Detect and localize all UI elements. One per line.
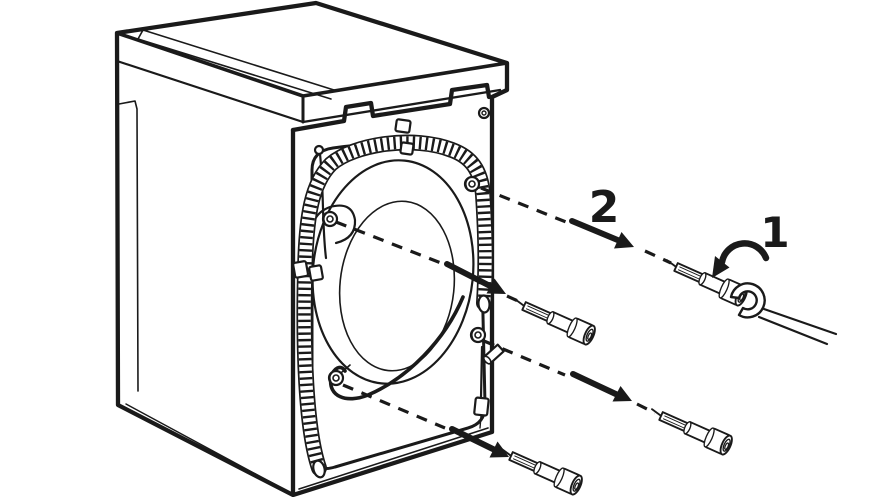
bottom-bracket-tail (341, 364, 351, 373)
power-cord (313, 144, 490, 429)
rear-panel-bottom-seam (298, 427, 489, 490)
worktop-bottom-left-edge (115, 59, 305, 124)
transit-bolt-bottom (495, 441, 586, 497)
wrench-jaw (729, 282, 766, 319)
cord-loop (329, 295, 465, 401)
cord-right-drop (479, 345, 484, 400)
bolt-hole-top-right (463, 175, 481, 193)
bolt-hole-right-middle (469, 326, 487, 344)
step-2-label: 2 (589, 182, 620, 233)
rear-panel-details (310, 142, 490, 470)
removal-arrow-lower-right (570, 371, 632, 402)
side-panel-seam (118, 100, 139, 392)
bolt-hole-mid-left (321, 210, 339, 228)
removal-arrow-step2 (569, 218, 634, 249)
transit-bolt-holes (321, 175, 505, 387)
rotation-arrow (712, 240, 770, 278)
cord-connector (313, 144, 325, 156)
lid-line-2 (142, 29, 335, 91)
lid-line-3 (137, 38, 332, 100)
open-end-wrench (729, 282, 838, 346)
cord-plug (473, 396, 490, 417)
side-panel-bottom-seam (125, 403, 290, 493)
removal-arrow-middle (444, 261, 506, 294)
pull-out-arrows (444, 218, 634, 458)
bolt-hole-bottom-left (327, 369, 345, 387)
worktop-bottom-right-edge (301, 88, 502, 124)
lid-line-1 (137, 29, 144, 40)
hose-clips (292, 118, 415, 282)
drain-hose (292, 106, 494, 479)
removal-arrow-bottom (449, 426, 509, 458)
wrench-handle-bottom (757, 315, 829, 346)
panel-screw (477, 106, 491, 120)
transit-bolt-middle (508, 291, 599, 348)
transit-bolt-at-wrench (660, 252, 751, 309)
loose-spacer (482, 343, 505, 365)
tub-bulge-inner-oval (338, 200, 456, 372)
transit-bolt-lower-right (645, 401, 736, 458)
wrench-handle-top (762, 307, 838, 336)
hose-end-cap-right (477, 294, 491, 314)
rear-panel-top-notched-edge (290, 82, 492, 133)
step-1-label: 1 (760, 208, 789, 257)
hose-end-cap-bottom (312, 459, 326, 479)
